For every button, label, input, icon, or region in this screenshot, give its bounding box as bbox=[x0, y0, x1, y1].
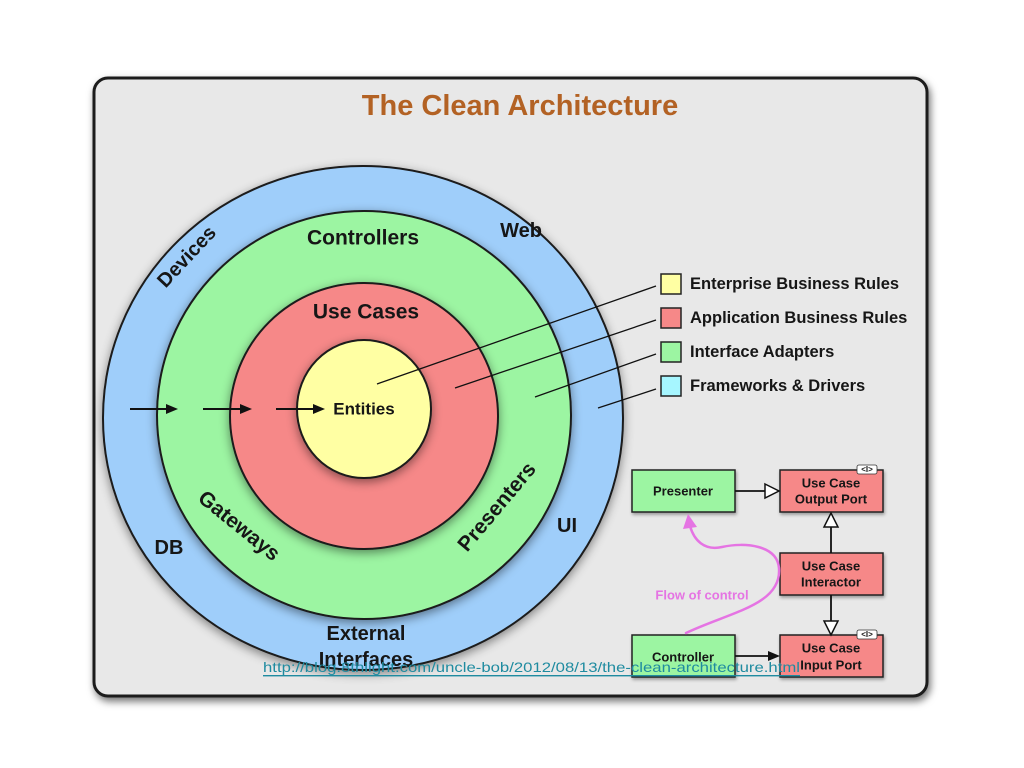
presenter-to-output-port-arrow-head bbox=[764, 482, 781, 500]
leader-line-adapters bbox=[534, 353, 657, 398]
dependency-arrow-head bbox=[240, 404, 252, 414]
legend-swatch-application bbox=[660, 307, 682, 329]
label-external-line2: Interfaces bbox=[319, 649, 414, 671]
leader-line-application bbox=[454, 319, 657, 389]
label-entities: Entities bbox=[333, 400, 394, 419]
dependency-arrow-head bbox=[166, 404, 178, 414]
legend: Enterprise Business Rules Application Bu… bbox=[660, 273, 907, 397]
flow-of-control-label: Flow of control bbox=[655, 588, 748, 603]
presenter-box bbox=[631, 469, 736, 513]
legend-swatch-adapters bbox=[660, 341, 682, 363]
clean-architecture-rings bbox=[102, 165, 624, 671]
interactor-label-line1: Use Case bbox=[802, 559, 861, 574]
leader-line-enterprise bbox=[376, 285, 657, 385]
flow-of-control-curve bbox=[684, 524, 781, 635]
controller-box bbox=[631, 634, 736, 678]
input-port-label-line2: Input Port bbox=[800, 658, 862, 673]
label-external-line1: External bbox=[327, 623, 406, 645]
label-db: DB bbox=[155, 537, 184, 559]
label-web: Web bbox=[500, 220, 542, 242]
interactor-box bbox=[779, 552, 884, 596]
controller-to-input-port-arrow-head bbox=[768, 651, 780, 661]
source-link-text[interactable]: http://blog.8thlight.com/uncle-bob/2012/… bbox=[263, 659, 800, 675]
slide-title: The Clean Architecture bbox=[362, 90, 678, 122]
label-use-cases: Use Cases bbox=[313, 301, 419, 324]
legend-swatch-frameworks bbox=[660, 375, 682, 397]
interactor-to-output-port-arrow-head bbox=[822, 511, 840, 528]
output-port-interface-badge bbox=[856, 464, 878, 475]
input-port-interface-badge bbox=[856, 629, 878, 640]
output-port-interface-badge-label: <I> bbox=[861, 465, 873, 474]
input-port-interface-badge-label: <I> bbox=[861, 630, 873, 639]
flow-diagram: Presenter Use Case Output Port <I> Use C… bbox=[631, 464, 884, 678]
dependency-arrows bbox=[130, 404, 325, 414]
output-port-label-line1: Use Case bbox=[802, 476, 861, 491]
legend-label-application: Application Business Rules bbox=[690, 309, 907, 327]
legend-leader-lines bbox=[376, 285, 657, 409]
label-ui: UI bbox=[557, 515, 577, 537]
label-controllers: Controllers bbox=[307, 227, 419, 250]
legend-label-adapters: Interface Adapters bbox=[690, 343, 834, 361]
output-port-label-line2: Output Port bbox=[795, 492, 868, 507]
controller-label: Controller bbox=[652, 650, 714, 665]
presenter-label: Presenter bbox=[653, 484, 713, 499]
interactor-label-line2: Interactor bbox=[801, 575, 861, 590]
dependency-arrow-head bbox=[313, 404, 325, 414]
input-port-label-line1: Use Case bbox=[802, 641, 861, 656]
legend-label-enterprise: Enterprise Business Rules bbox=[690, 275, 899, 293]
legend-label-frameworks: Frameworks & Drivers bbox=[690, 377, 865, 395]
interactor-to-input-port-arrow-head bbox=[822, 620, 840, 637]
legend-swatch-enterprise bbox=[660, 273, 682, 295]
flow-of-control-arrow-head bbox=[683, 514, 697, 529]
source-link[interactable]: http://blog.8thlight.com/uncle-bob/2012/… bbox=[263, 659, 800, 675]
output-port-box bbox=[779, 469, 884, 513]
leader-line-frameworks bbox=[597, 388, 657, 409]
